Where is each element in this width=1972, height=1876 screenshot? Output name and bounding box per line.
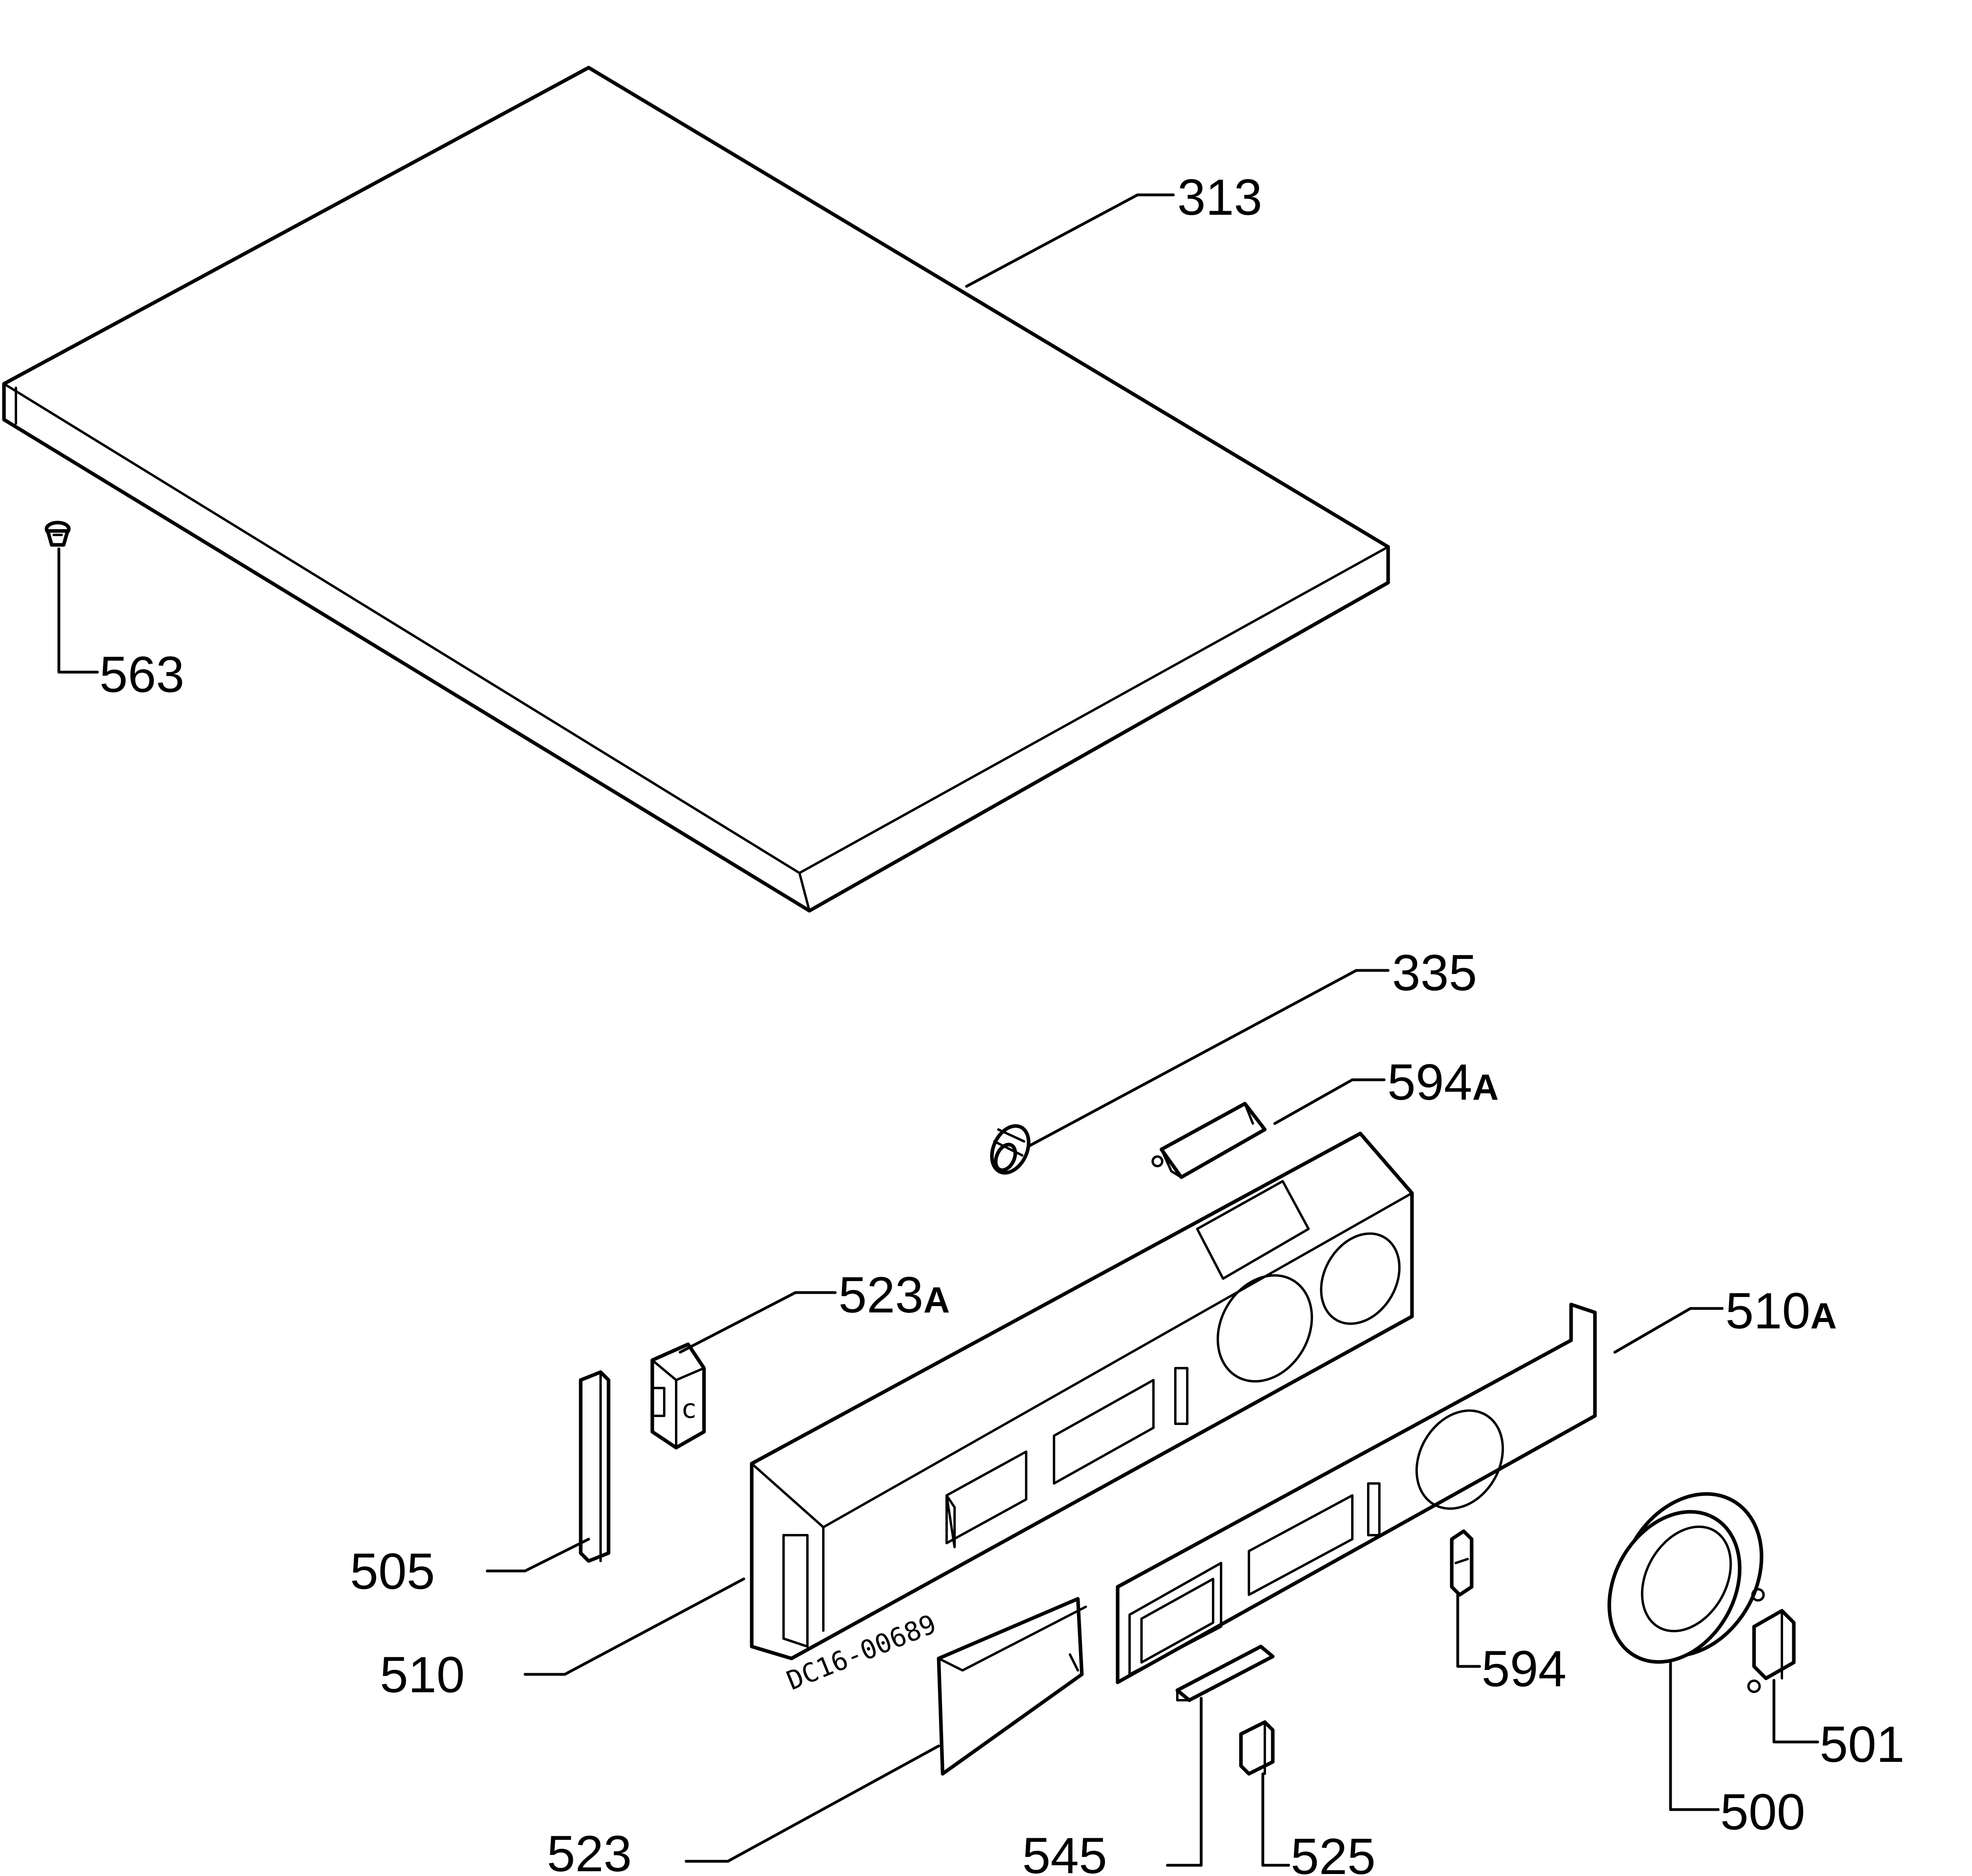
- part-523A-latch: c: [650, 1342, 706, 1450]
- callout-labels: 313 563 335 594A 523A 510A 505 510 594 5…: [99, 169, 1905, 1876]
- leader-lines: [57, 193, 1819, 1867]
- callout-525: 525: [1291, 1828, 1376, 1876]
- callout-500: 500: [1720, 1784, 1805, 1841]
- part-594A-switch-block: [1151, 1102, 1267, 1179]
- part-505-strip: [579, 1370, 611, 1563]
- part-545-bar-button: [1175, 1645, 1275, 1702]
- part-501-clip: [1747, 1588, 1796, 1693]
- part-563-foot: [45, 521, 71, 547]
- part-510-control-panel: DC16-00689: [750, 1131, 1414, 1696]
- callout-313: 313: [1177, 169, 1262, 226]
- part-523-flap-cover: [937, 1597, 1087, 1776]
- part-335-knob: [990, 1124, 1031, 1175]
- callout-594A: 594A: [1387, 1054, 1499, 1111]
- callout-545: 545: [1022, 1827, 1107, 1876]
- callout-523A: 523A: [838, 1267, 950, 1324]
- callout-510: 510: [380, 1647, 465, 1703]
- callout-505: 505: [350, 1543, 435, 1600]
- callout-563: 563: [99, 646, 185, 703]
- part-525-block: [1239, 1720, 1275, 1776]
- callout-501: 501: [1820, 1716, 1905, 1773]
- part-510A-front-overlay: [1116, 1303, 1597, 1684]
- callout-523: 523: [547, 1825, 632, 1876]
- callout-594: 594: [1482, 1641, 1567, 1697]
- callout-510A: 510A: [1725, 1283, 1837, 1339]
- svg-text:c: c: [681, 1394, 697, 1424]
- callout-335: 335: [1392, 945, 1477, 1001]
- part-500-ring-bezel: [1607, 1492, 1764, 1664]
- part-313-top-cover: [2, 66, 1390, 913]
- part-594-switch: [1450, 1529, 1474, 1597]
